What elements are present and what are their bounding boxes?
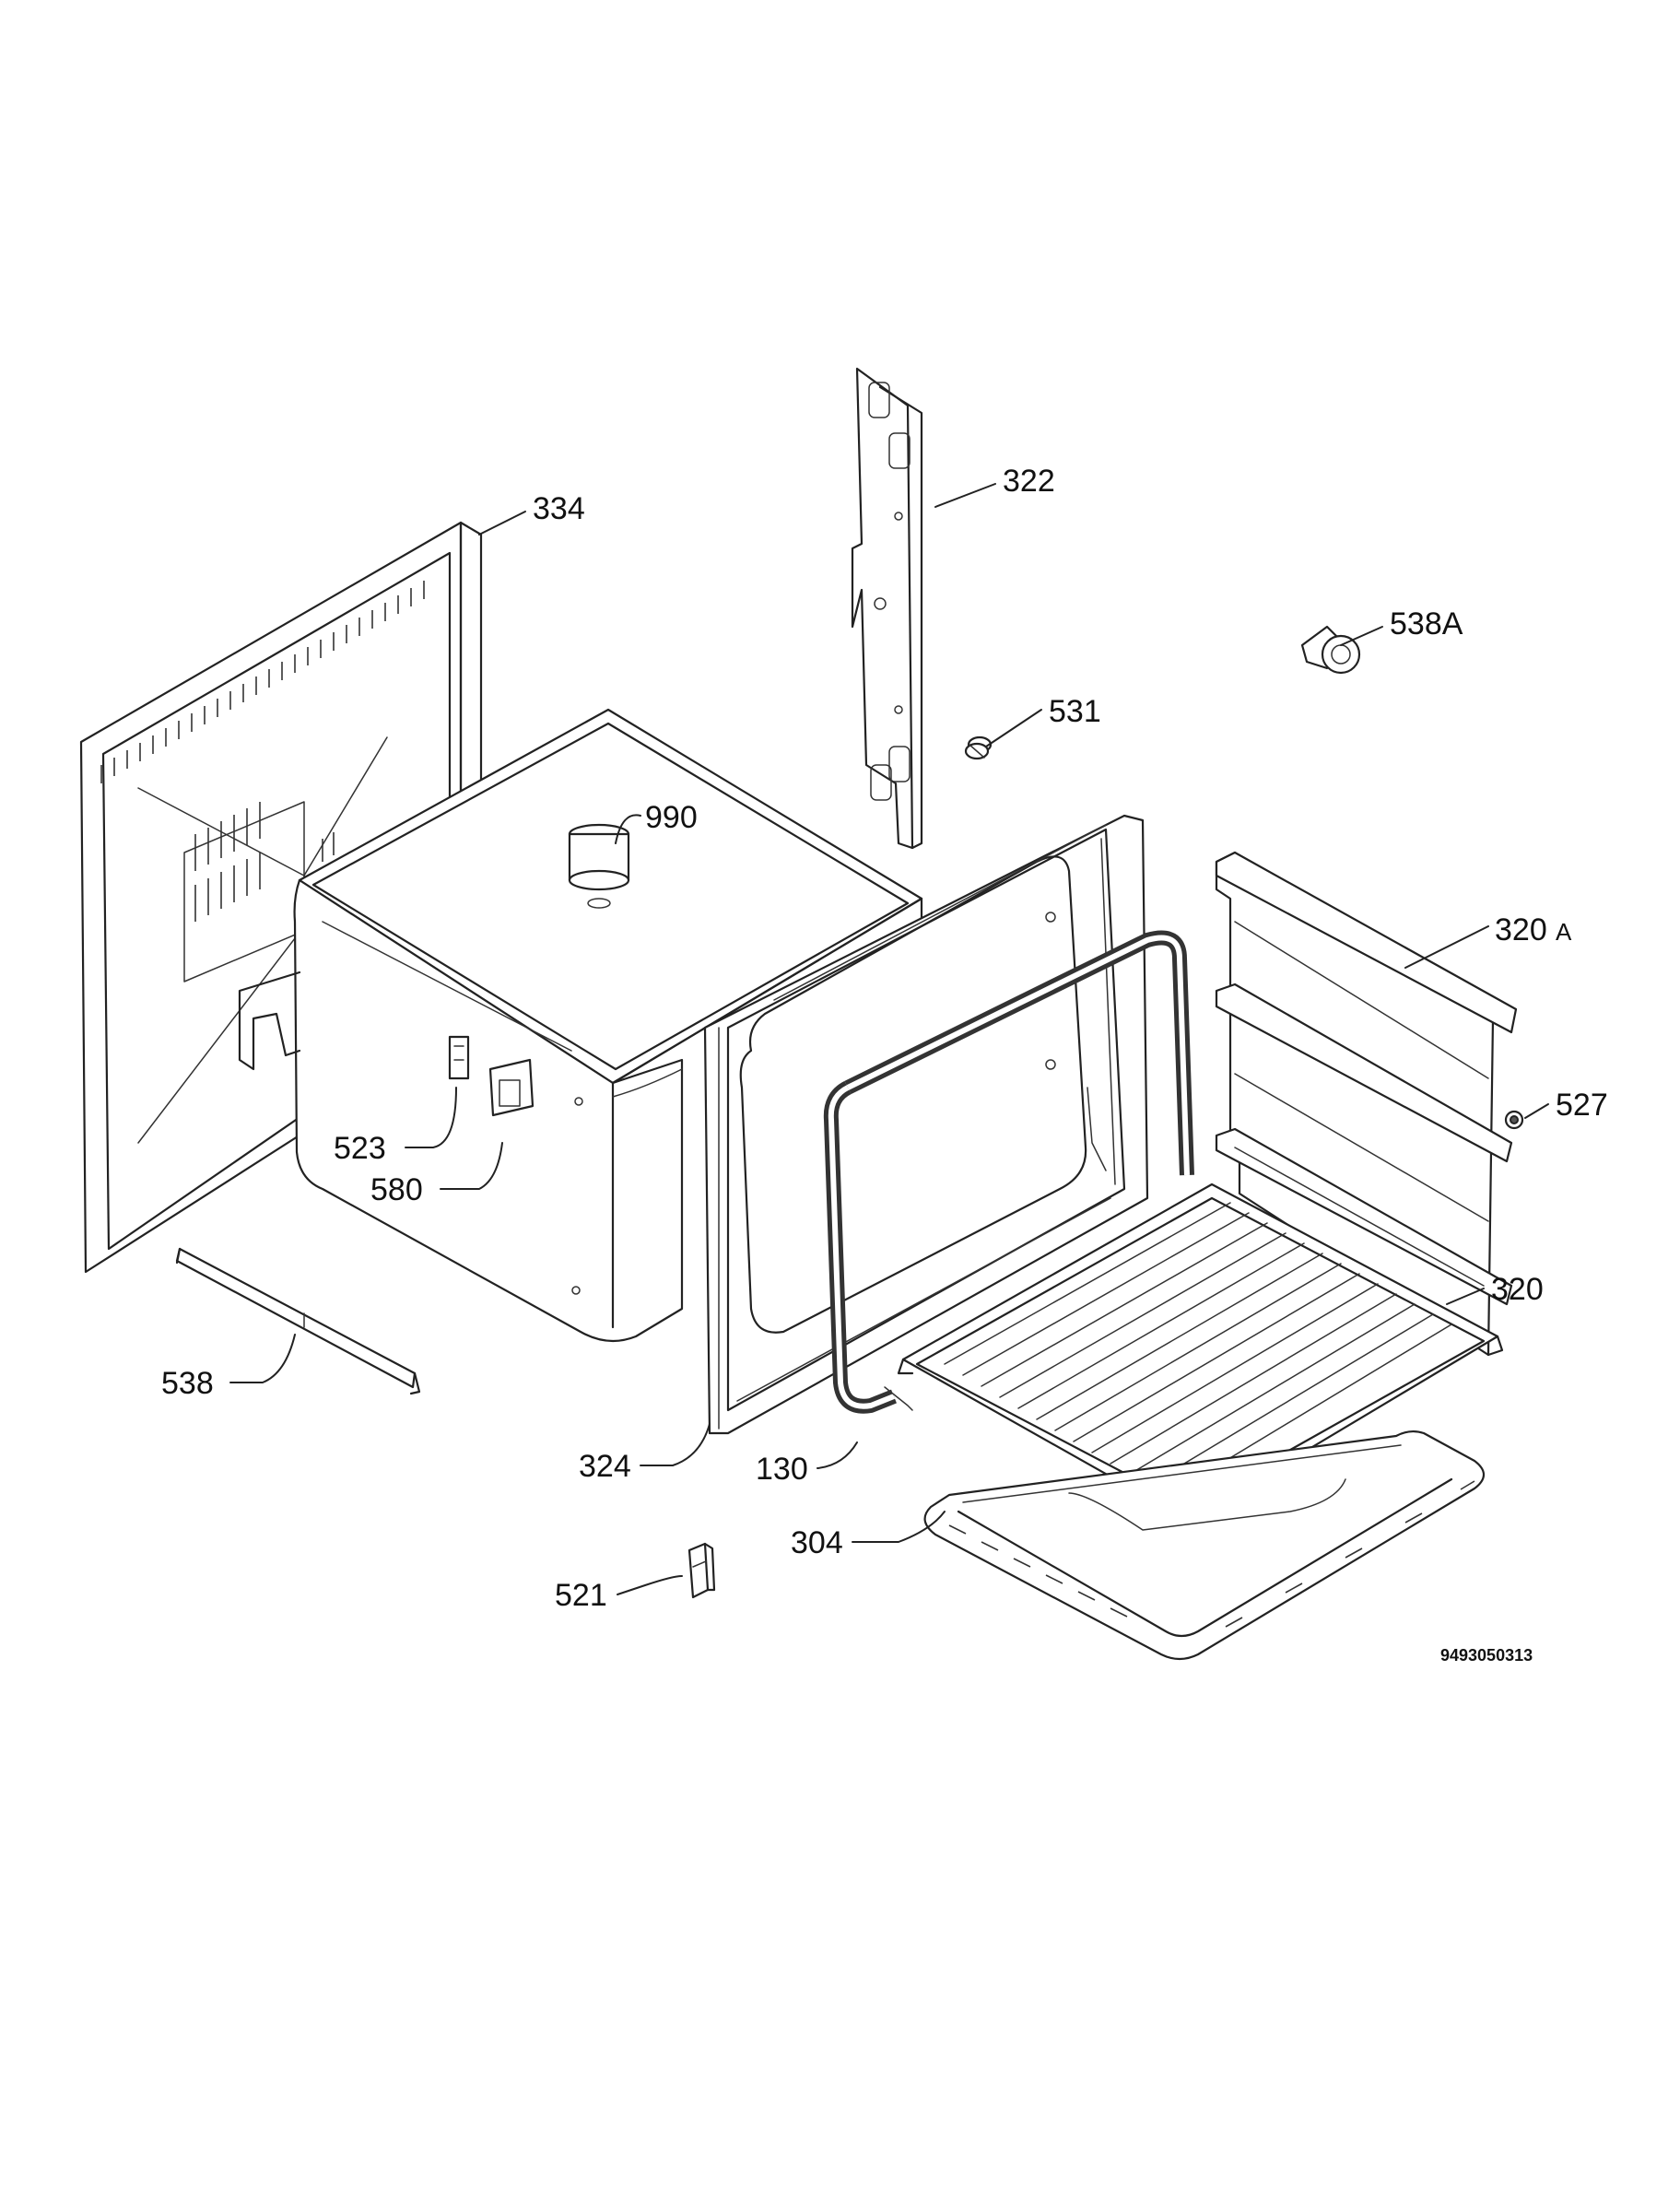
part-531-bushing <box>964 735 993 760</box>
part-322-side-bracket <box>851 367 923 850</box>
callout-304: 304 <box>791 1525 843 1560</box>
callout-990: 990 <box>645 800 698 835</box>
callout-527: 527 <box>1556 1088 1608 1123</box>
callout-320A: 320 <box>1495 912 1547 947</box>
callout-labels: 334 322 538A 531 990 320 A 527 523 580 3… <box>161 464 1608 1665</box>
callout-320: 320 <box>1491 1272 1544 1307</box>
part-990-oven-cavity <box>238 708 923 1343</box>
part-538-rail <box>175 1247 421 1395</box>
leader-lines <box>229 483 1549 1595</box>
callout-523: 523 <box>334 1131 386 1166</box>
wire-shelf-rods <box>944 1202 1452 1498</box>
callout-322: 322 <box>1003 464 1055 499</box>
callout-521: 521 <box>555 1578 607 1613</box>
part-320A-shelf-runners <box>1215 851 1518 1357</box>
part-521-cover-cap <box>687 1542 716 1599</box>
callout-320A-suffix: A <box>1556 918 1572 946</box>
callout-130: 130 <box>756 1452 808 1487</box>
part-304-baking-tray <box>923 1430 1486 1661</box>
callout-531: 531 <box>1049 694 1101 729</box>
diagram-reference-number: 9493050313 <box>1440 1646 1533 1665</box>
part-538A-lamp-holder <box>1300 625 1361 675</box>
part-130-door-gasket <box>823 930 1194 1414</box>
part-580-hinge-receptacle <box>488 1058 535 1117</box>
part-320-wire-shelf <box>897 1182 1504 1536</box>
callout-324: 324 <box>579 1449 631 1484</box>
rear-panel-vent-slots <box>100 581 425 922</box>
part-527-fastener <box>1504 1110 1524 1130</box>
part-324-front-frame <box>703 814 1149 1435</box>
callout-538: 538 <box>161 1366 214 1401</box>
callout-334: 334 <box>533 491 585 526</box>
callout-580: 580 <box>370 1172 423 1207</box>
tray-rim-slots <box>948 1480 1475 1628</box>
part-523-clip <box>448 1035 470 1080</box>
callout-538A: 538A <box>1390 606 1463 641</box>
